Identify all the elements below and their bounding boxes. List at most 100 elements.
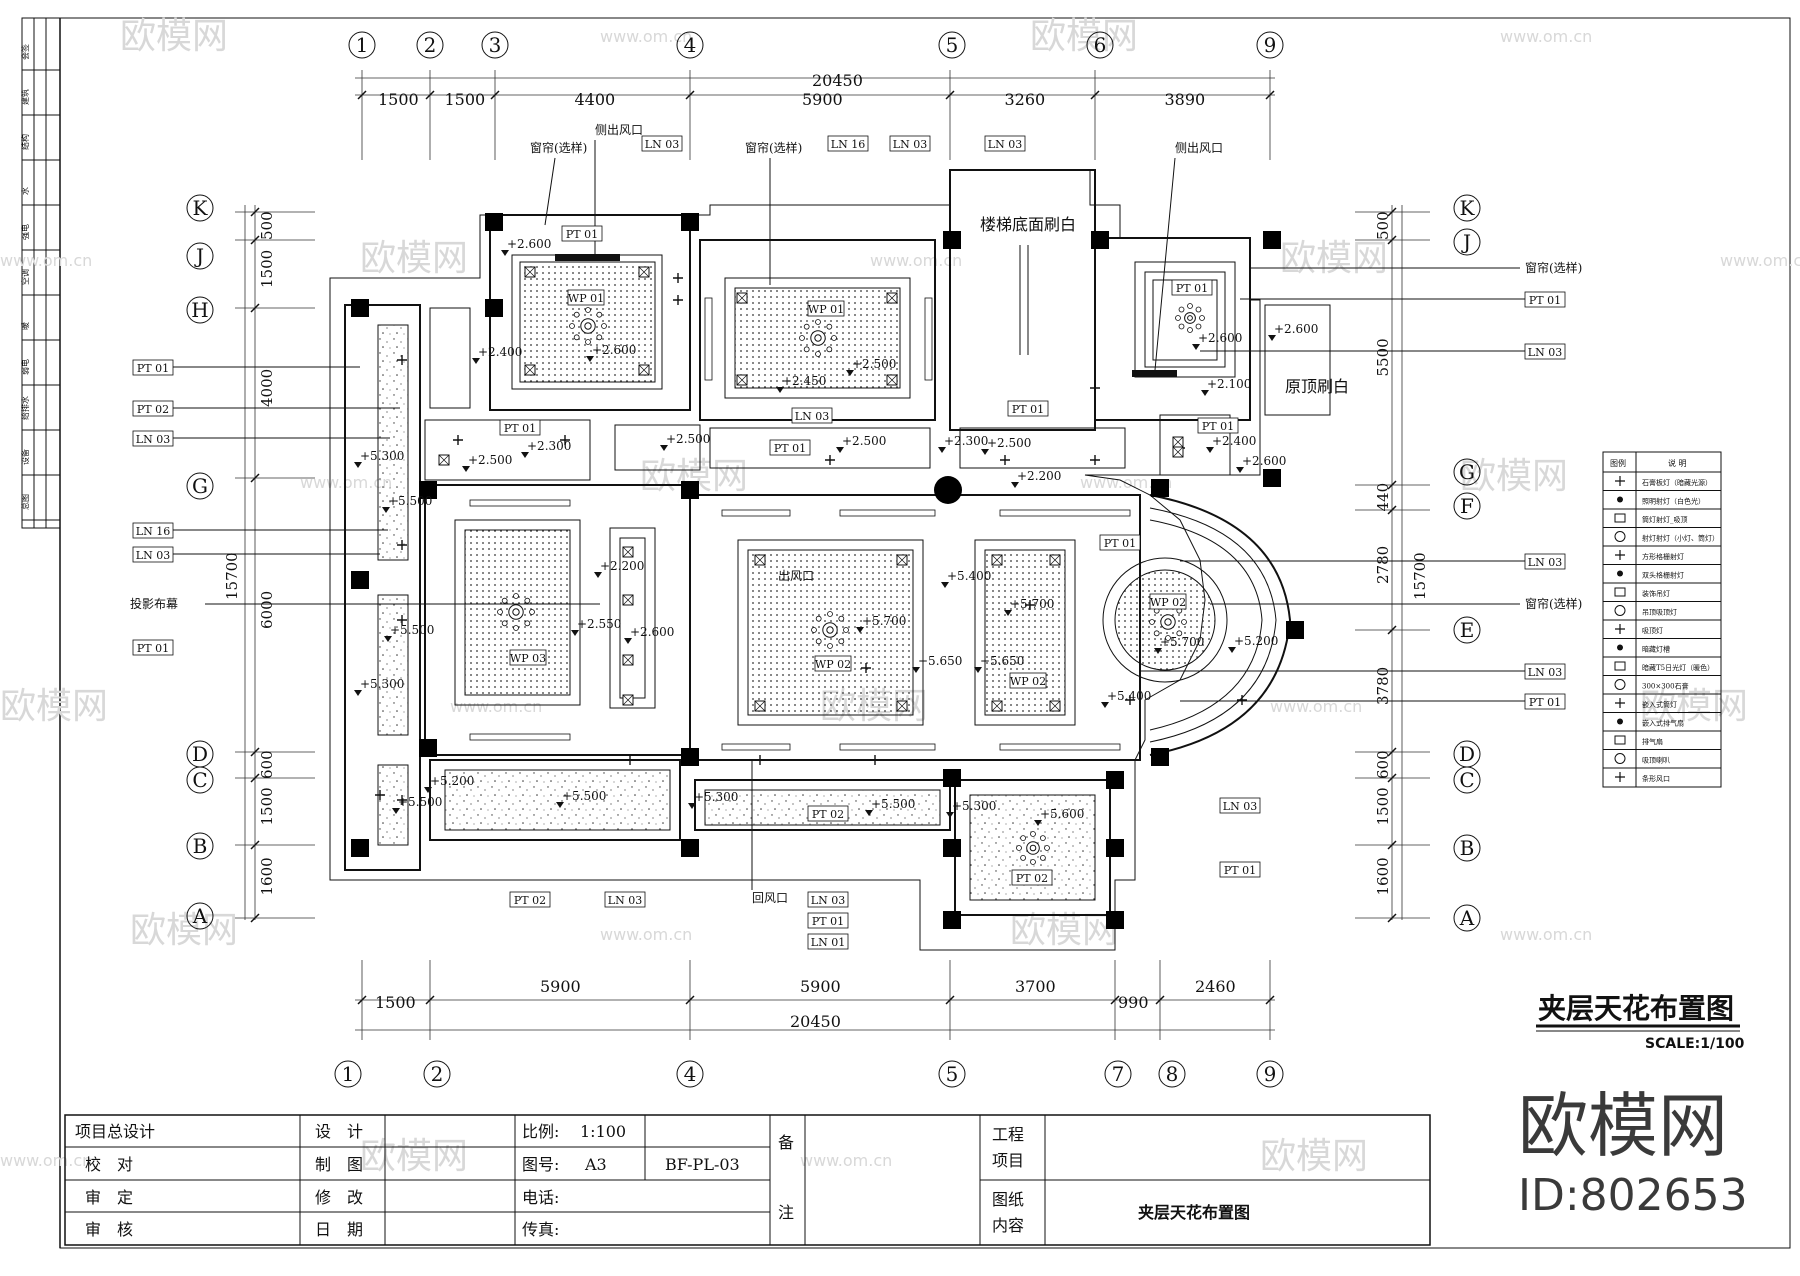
signoff-cell-label: 弱电 — [20, 359, 30, 375]
material-tag — [814, 655, 852, 672]
axis-bubble — [334, 1060, 362, 1088]
level-marker-icon — [856, 627, 864, 633]
column — [351, 571, 369, 589]
ceiling-level-value: +2.200 — [600, 559, 644, 573]
dim-left-segment: 500 — [258, 211, 276, 240]
legend-row-desc: 吸顶灯 — [1642, 626, 1663, 635]
chandelier-icon — [1016, 831, 1050, 865]
ceiling-level-value: +2.550 — [577, 617, 621, 631]
level-marker-icon — [660, 445, 668, 451]
ceiling-level-value: +5.500 — [388, 494, 432, 508]
brand-id-text: ID:802653 — [1518, 1170, 1748, 1221]
curtain-note-2: 窗帘(选样) — [745, 140, 802, 155]
side-vent-bar — [555, 254, 620, 261]
light-strip — [839, 743, 936, 751]
legend-row-desc: 双头格栅射灯 — [1642, 571, 1684, 580]
dim-right-segment: 1600 — [1374, 857, 1392, 895]
material-tag-label: WP 01 — [808, 303, 844, 316]
axis-bubble — [348, 31, 376, 59]
downlight-icon — [673, 273, 683, 283]
axis-bubble — [186, 296, 214, 324]
legend-symbol-icon — [1614, 587, 1626, 597]
side-vent-note-2: 侧出风口 — [1175, 141, 1223, 155]
level-marker-icon — [1236, 467, 1244, 473]
dim-bottom-segment: 990 — [1118, 993, 1149, 1012]
level-marker-icon — [846, 370, 854, 376]
ceiling-levels: +2.600+2.600+2.400+2.300+2.500+2.500+2.4… — [354, 237, 1318, 826]
axis-bubble-label: 1 — [356, 33, 369, 57]
watermark-url: www.om.cn — [1270, 697, 1362, 716]
curtain-note-4: 窗帘(选样) — [1525, 596, 1582, 611]
light-strip — [469, 499, 571, 507]
legend-row-desc: 射灯射灯（小灯、筒灯） — [1642, 534, 1719, 543]
material-tag-label: PT 02 — [1016, 872, 1048, 885]
material-tag-label: LN 16 — [136, 525, 170, 538]
floor-plan-outline — [329, 169, 1331, 951]
ceiling-level-value: +2.300 — [944, 434, 988, 448]
legend-row-desc: 嵌入式排气扇 — [1642, 719, 1684, 728]
material-tag-label: LN 16 — [831, 138, 865, 151]
axis-bubble-label: 2 — [431, 1062, 444, 1086]
ceiling-level-value: +5.650 — [980, 654, 1024, 668]
ceiling-level-value: +2.300 — [527, 439, 571, 453]
level-marker-icon — [941, 582, 949, 588]
column — [943, 839, 961, 857]
ceiling-level-value: +5.400 — [947, 569, 991, 583]
material-tag-label: LN 03 — [136, 433, 170, 446]
signoff-cell-label: 总图 — [20, 494, 30, 510]
material-tag-label: WP 02 — [815, 658, 851, 671]
material-tag — [807, 933, 849, 950]
axis-bubble — [186, 902, 214, 930]
signoff-cell-label: 结构 — [20, 134, 30, 150]
downlight-icon — [825, 455, 835, 465]
level-marker-icon — [384, 636, 392, 642]
legend-row-desc: 条形风口 — [1642, 774, 1670, 783]
ceiling-level-value: +2.500 — [666, 432, 710, 446]
level-marker-icon — [1034, 820, 1042, 826]
dim-right-segment: 600 — [1374, 750, 1392, 779]
material-tag — [807, 805, 849, 822]
signoff-cell-label: 建筑 — [20, 89, 30, 105]
column — [943, 231, 961, 249]
column — [485, 299, 503, 317]
legend-symbol-icon — [1614, 735, 1626, 745]
dim-left-segment: 600 — [258, 750, 276, 779]
signoff-cell-label: 暖 — [21, 322, 30, 330]
column — [681, 839, 699, 857]
material-tag-label: WP 01 — [568, 292, 604, 305]
tb-drawing-name: 夹层天花布置图 — [1138, 1203, 1250, 1222]
downlight-icon — [375, 790, 385, 800]
column — [943, 911, 961, 929]
signoff-cell-label: 水 — [20, 187, 30, 195]
material-tag-label: LN 01 — [811, 936, 845, 949]
watermark-logo: 欧模网 — [1640, 686, 1748, 727]
material-tag-label: PT 01 — [137, 362, 169, 375]
tb-remarks-1: 备 — [778, 1133, 794, 1152]
dim-bottom-segment: 3700 — [1015, 977, 1056, 996]
tb-content-2: 内容 — [992, 1216, 1024, 1235]
watermark-url: www.om.cn — [800, 1151, 892, 1170]
material-tag-label: LN 03 — [1528, 666, 1562, 679]
watermark-logo: 欧模网 — [120, 16, 228, 57]
watermark-url: www.om.cn — [1500, 925, 1592, 944]
material-tag — [807, 912, 849, 929]
downlight-icon — [397, 615, 407, 625]
axis-bubble — [1256, 31, 1284, 59]
material-tag-label: PT 02 — [514, 894, 546, 907]
level-marker-icon — [501, 250, 509, 256]
legend-row-desc: 筒灯射灯_吸顶 — [1642, 515, 1688, 524]
material-tag-label: WP 02 — [1150, 596, 1186, 609]
level-marker-icon — [571, 630, 579, 636]
downlight-icon — [1090, 383, 1100, 393]
side-vent-note-1: 侧出风口 — [595, 123, 643, 137]
axis-bubble-label: G — [1459, 460, 1475, 484]
column — [1151, 748, 1169, 766]
downlight-icon — [870, 755, 880, 765]
ceiling-level-value: +2.600 — [1274, 322, 1318, 336]
tb-chief-design: 项目总设计 — [75, 1122, 155, 1141]
material-tag-label: LN 03 — [893, 138, 927, 151]
material-tag-label: PT 02 — [137, 403, 169, 416]
drawing-scale: SCALE:1/100 — [1645, 1036, 1745, 1052]
tb-sheet-label: 图号: — [522, 1155, 559, 1174]
